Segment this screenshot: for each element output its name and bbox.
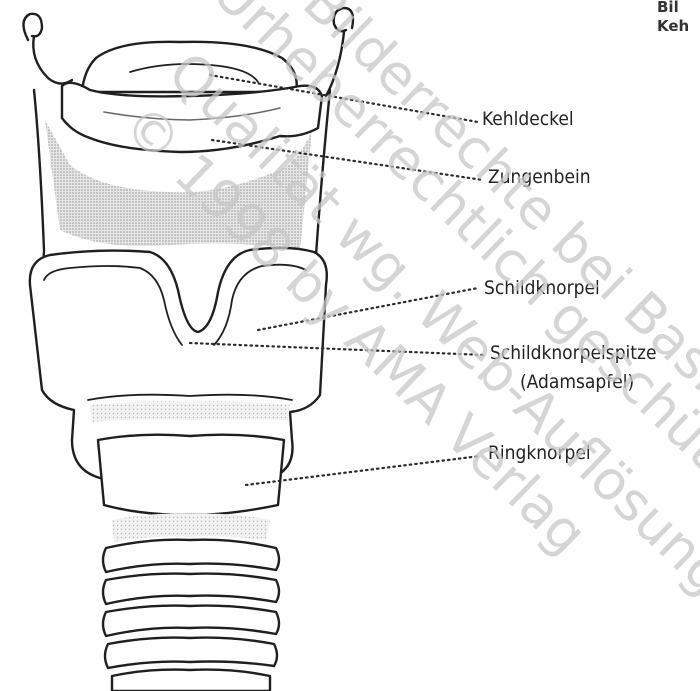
corner-caption-line-1: Bil bbox=[657, 0, 689, 17]
right-hyoid-horn bbox=[326, 8, 353, 96]
label-schildknorpel: Schildknorpel bbox=[484, 279, 600, 298]
left-hyoid-horn bbox=[23, 14, 72, 84]
label-kehldeckel: Kehldeckel bbox=[482, 110, 574, 129]
label-zungenbein: Zungenbein bbox=[488, 168, 591, 187]
trachea-membrane bbox=[112, 514, 270, 542]
corner-caption: Bil Keh bbox=[657, 0, 689, 36]
label-schildknorpelspitze: Schildknorpelspitze bbox=[490, 344, 656, 363]
label-adamsapfel: (Adamsapfel) bbox=[520, 373, 634, 392]
corner-caption-line-2: Keh bbox=[657, 17, 689, 36]
pointer-line-zungenbein bbox=[212, 140, 483, 180]
tracheal-rings bbox=[103, 540, 279, 691]
cricoid-cartilage bbox=[98, 435, 284, 515]
label-ringknorpel: Ringknorpel bbox=[488, 444, 591, 463]
cricothyroid-membrane bbox=[90, 401, 290, 422]
